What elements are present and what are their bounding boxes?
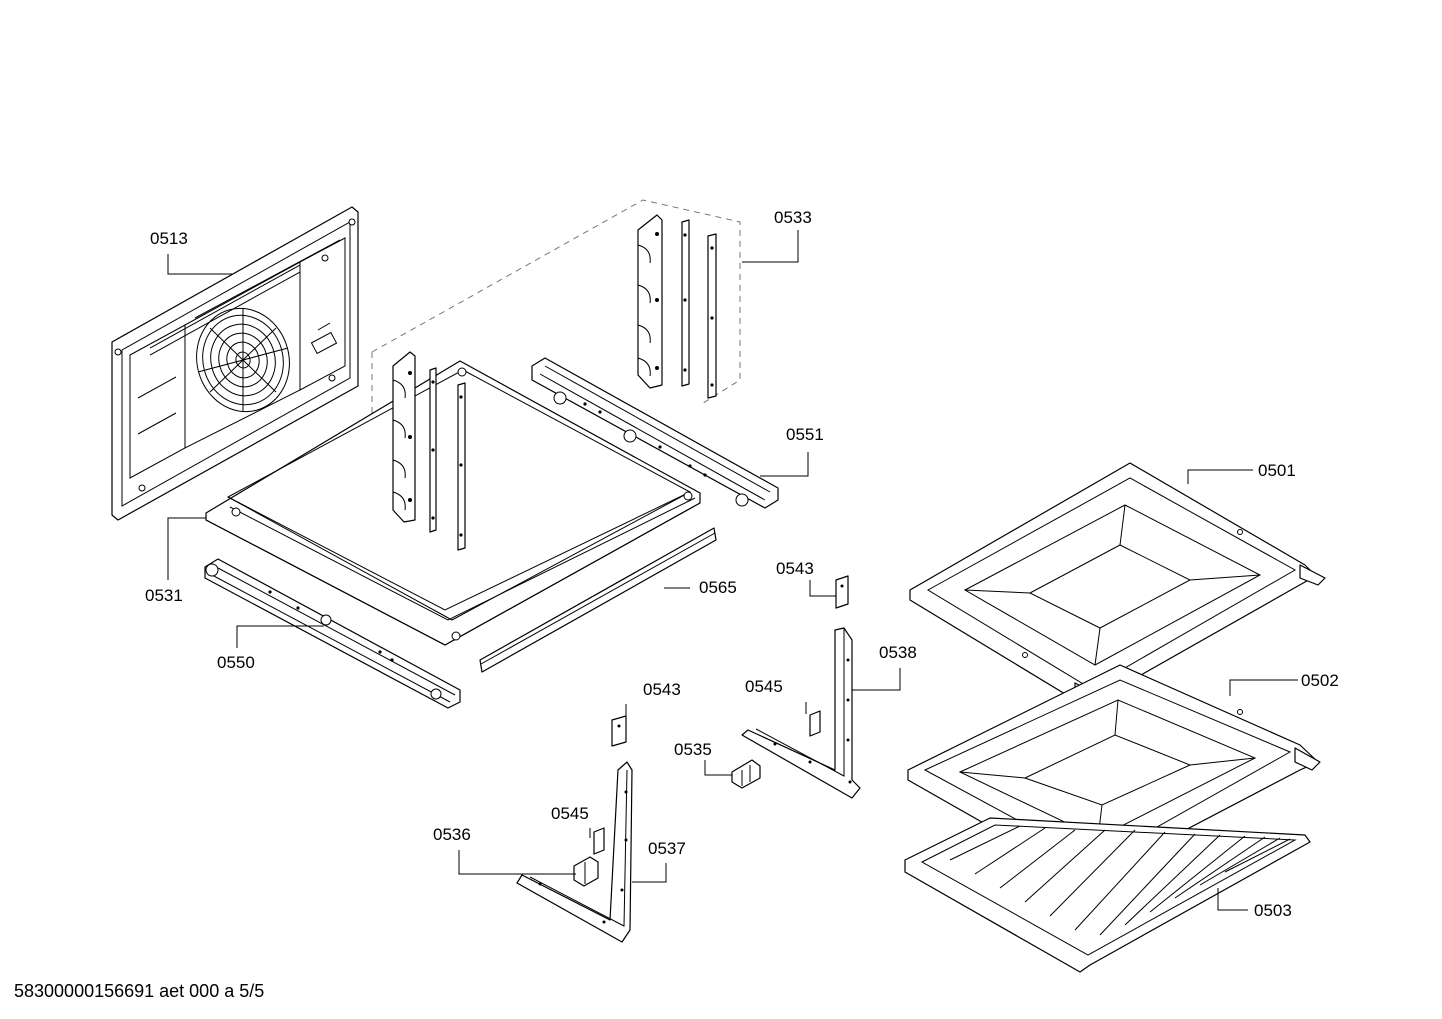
label-0513: 0513: [150, 229, 188, 248]
label-0543-upper: 0543: [776, 559, 814, 578]
shelf-support-left-set: [392, 351, 466, 551]
part-0565-seal-strip: [479, 527, 717, 673]
label-0501: 0501: [1258, 461, 1296, 480]
part-0531-cavity-base: [205, 360, 701, 646]
part-0537-bracket: [516, 761, 633, 943]
label-0536: 0536: [433, 825, 471, 844]
part-0538-bracket: [741, 627, 861, 799]
label-0543-lower: 0543: [643, 680, 681, 699]
label-0535: 0535: [674, 740, 712, 759]
label-0565: 0565: [699, 578, 737, 597]
label-0533: 0533: [774, 208, 812, 227]
part-0545-pad-upper: [809, 710, 821, 737]
part-0543-clip-lower: [611, 715, 627, 747]
part-0513-back-panel: [111, 206, 359, 521]
label-0545-upper: 0545: [745, 677, 783, 696]
part-0536-latch: [573, 856, 599, 887]
label-0550: 0550: [217, 653, 255, 672]
label-0538: 0538: [879, 643, 917, 662]
document-code: 58300000156691 aet 000 a 5/5: [14, 981, 265, 1001]
part-0543-clip-upper: [835, 575, 849, 609]
part-0551-rail-right: [531, 357, 779, 509]
leader-lines: [167, 230, 1298, 911]
label-0545-lower: 0545: [551, 804, 589, 823]
part-0503-wire-rack: [904, 817, 1311, 973]
part-0533-shelf-supports: [637, 214, 717, 399]
label-0502: 0502: [1301, 671, 1339, 690]
part-0535-latch: [731, 759, 761, 789]
part-0550-rail-left: [204, 558, 461, 709]
label-0537: 0537: [648, 839, 686, 858]
label-0531: 0531: [145, 586, 183, 605]
part-labels: 0501 0502 0503 0513 0531 0533 0535 0536 …: [145, 208, 1339, 920]
part-0545-pad-lower: [593, 827, 605, 855]
label-0503: 0503: [1254, 901, 1292, 920]
label-0551: 0551: [786, 425, 824, 444]
